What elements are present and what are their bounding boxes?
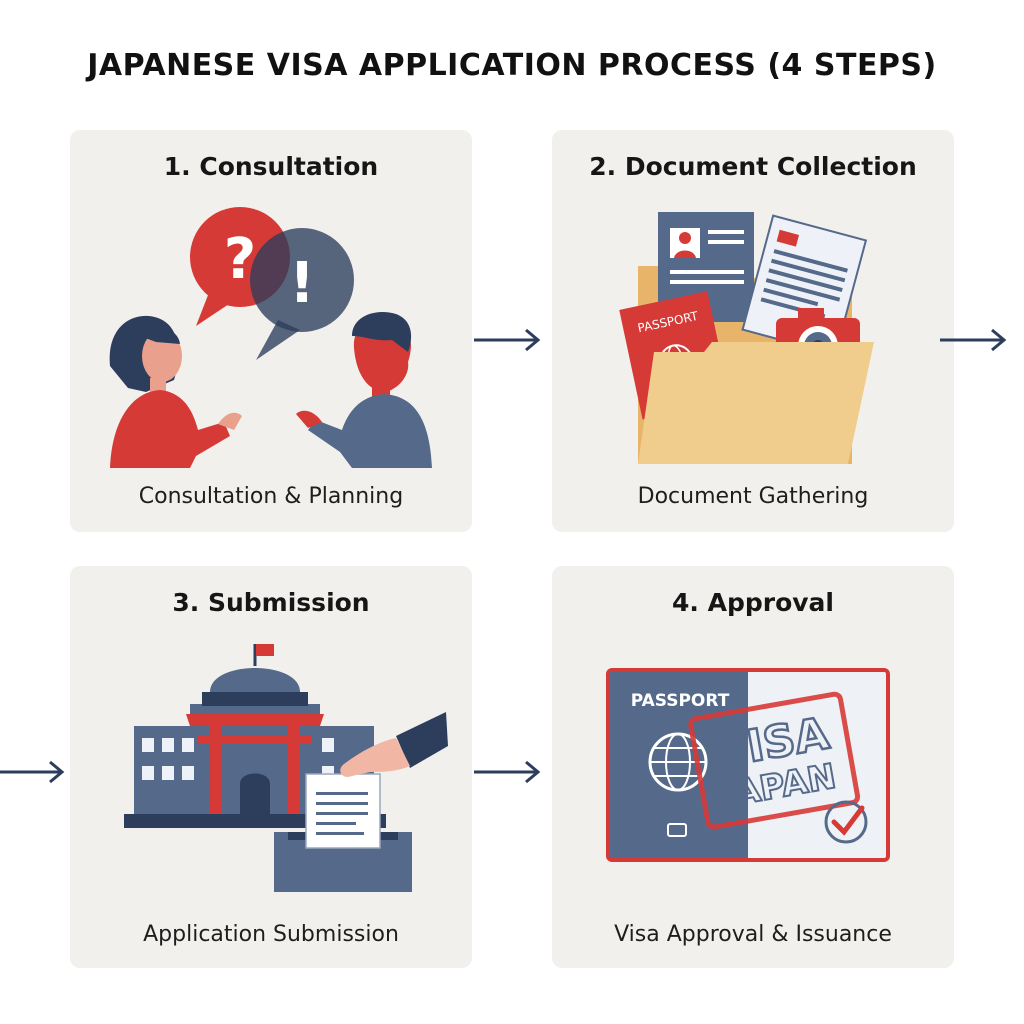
flag-icon	[253, 644, 274, 666]
step-card-approval: 4. Approval PASSPORT VISA JAPAN Visa App…	[552, 566, 954, 968]
exclamation-mark: !	[289, 251, 315, 316]
hand-icon	[340, 712, 448, 777]
consultation-illustration: ? !	[109, 207, 432, 468]
visa-stamp-icon: VISA JAPAN	[688, 691, 861, 830]
passport-label: PASSPORT	[631, 691, 730, 711]
step-title: 4. Approval	[672, 588, 834, 617]
step-caption: Application Submission	[143, 922, 399, 947]
step-caption: Document Gathering	[637, 484, 869, 509]
arrow-right-icon	[0, 760, 65, 784]
submission-illustration	[124, 644, 448, 892]
man-icon	[296, 312, 432, 468]
approval-illustration: PASSPORT VISA JAPAN	[606, 668, 890, 862]
checkmark-icon	[824, 800, 868, 844]
arrow-right-icon	[474, 760, 541, 784]
step-title: 3. Submission	[172, 588, 370, 617]
document-icon	[305, 773, 381, 849]
step-card-consultation: 1. Consultation ? ! Consultation &	[70, 130, 472, 532]
step-caption: Visa Approval & Issuance	[614, 922, 892, 947]
arrow-right-icon	[940, 328, 1007, 352]
exclamation-bubble-icon: !	[250, 228, 354, 360]
folder-front-icon	[638, 342, 874, 464]
step-card-submission: 3. Submission	[70, 566, 472, 968]
step-card-document-collection: 2. Document Collection	[552, 130, 954, 532]
arrow-right-icon	[474, 328, 541, 352]
step-title: 1. Consultation	[163, 152, 379, 181]
torii-gate-icon	[186, 714, 324, 814]
woman-icon	[109, 315, 242, 468]
step-caption: Consultation & Planning	[138, 484, 404, 509]
step-title: 2. Document Collection	[589, 152, 917, 181]
documents-illustration: PASSPORT	[619, 212, 874, 464]
page-title: JAPANESE VISA APPLICATION PROCESS (4 STE…	[87, 48, 937, 83]
